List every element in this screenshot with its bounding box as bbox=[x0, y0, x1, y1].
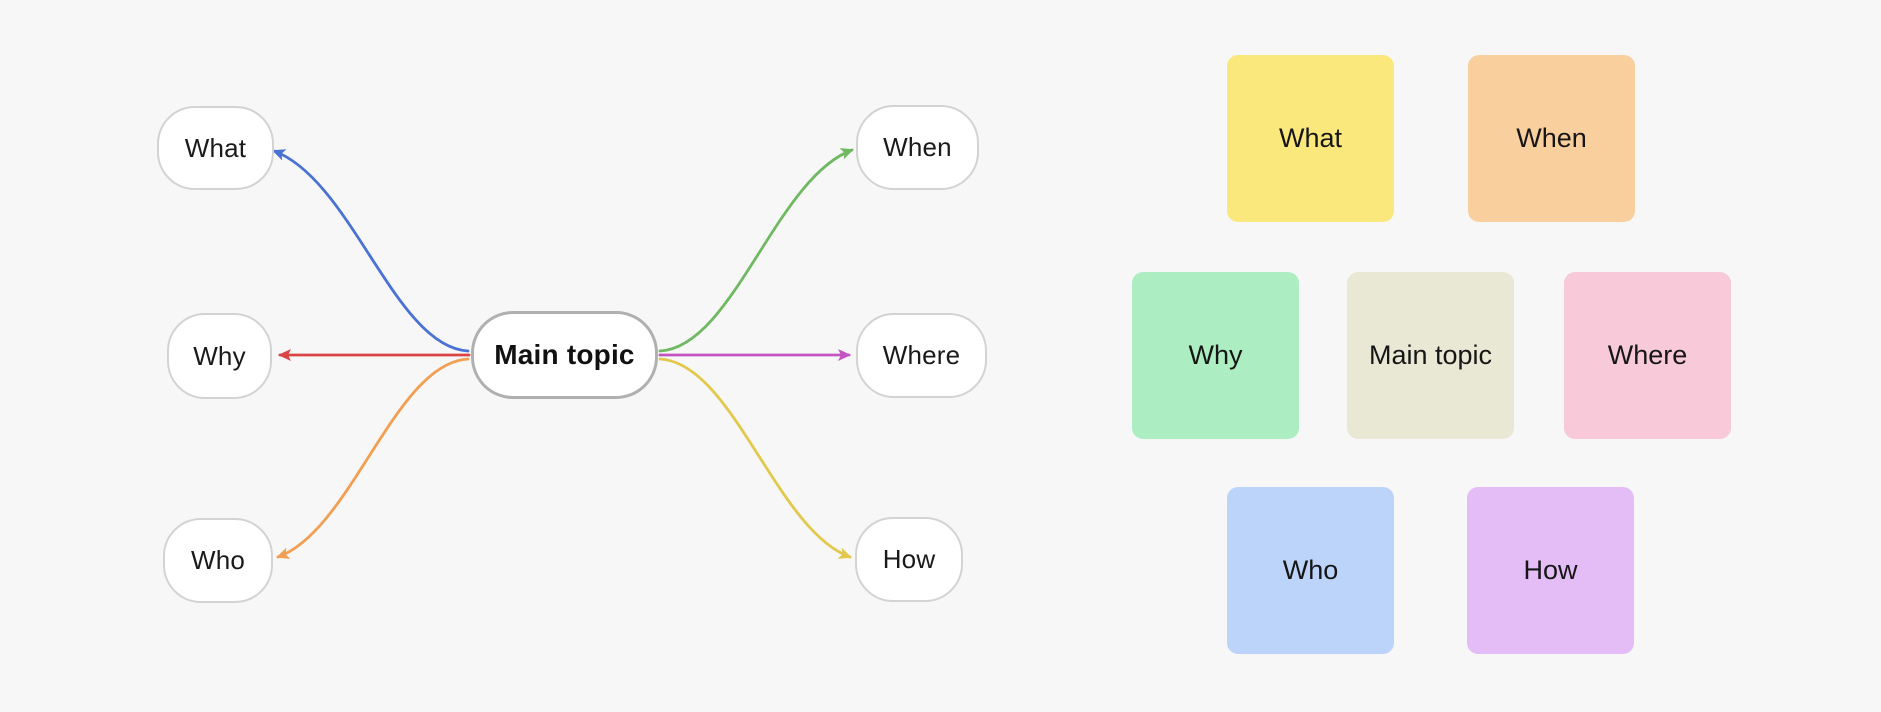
sticky-note-label: Who bbox=[1282, 555, 1339, 585]
sticky-note-what[interactable]: What bbox=[1227, 55, 1394, 222]
edge-main-to-who[interactable] bbox=[276, 357, 470, 559]
sticky-note-why[interactable]: Why bbox=[1132, 272, 1299, 439]
sticky-note-label: Where bbox=[1607, 340, 1688, 370]
sticky-note-main-topic[interactable]: Main topic bbox=[1347, 272, 1514, 439]
sticky-note-label: What bbox=[1278, 123, 1343, 153]
mindmap-node-where[interactable]: Where bbox=[856, 313, 987, 398]
sticky-note-label: Why bbox=[1188, 340, 1243, 370]
mindmap-node-who[interactable]: Who bbox=[163, 518, 273, 603]
mindmap-node-label: Who bbox=[190, 545, 246, 575]
edge-main-to-when[interactable] bbox=[658, 148, 854, 353]
mindmap-node-how[interactable]: How bbox=[855, 517, 963, 602]
mindmap-node-label: Main topic bbox=[494, 339, 635, 370]
mindmap-node-why[interactable]: Why bbox=[167, 313, 272, 399]
edge-main-to-how[interactable] bbox=[658, 357, 852, 559]
sticky-note-how[interactable]: How bbox=[1467, 487, 1634, 654]
mindmap-node-label: When bbox=[883, 132, 952, 162]
sticky-note-label: Main topic bbox=[1368, 340, 1493, 370]
mindmap-node-main-topic[interactable]: Main topic bbox=[471, 311, 658, 399]
sticky-note-label: When bbox=[1516, 123, 1587, 153]
mindmap-node-label: Where bbox=[882, 340, 961, 370]
mindmap-node-when[interactable]: When bbox=[856, 105, 979, 190]
mindmap-node-label: How bbox=[882, 544, 936, 574]
sticky-note-when[interactable]: When bbox=[1468, 55, 1635, 222]
mindmap-node-label: Why bbox=[193, 340, 246, 371]
sticky-note-who[interactable]: Who bbox=[1227, 487, 1394, 654]
edge-main-to-what[interactable] bbox=[272, 149, 470, 353]
sticky-note-label: How bbox=[1523, 555, 1578, 585]
mindmap-node-what[interactable]: What bbox=[157, 106, 274, 190]
sticky-note-where[interactable]: Where bbox=[1564, 272, 1731, 439]
mindmap-node-label: What bbox=[184, 132, 247, 163]
